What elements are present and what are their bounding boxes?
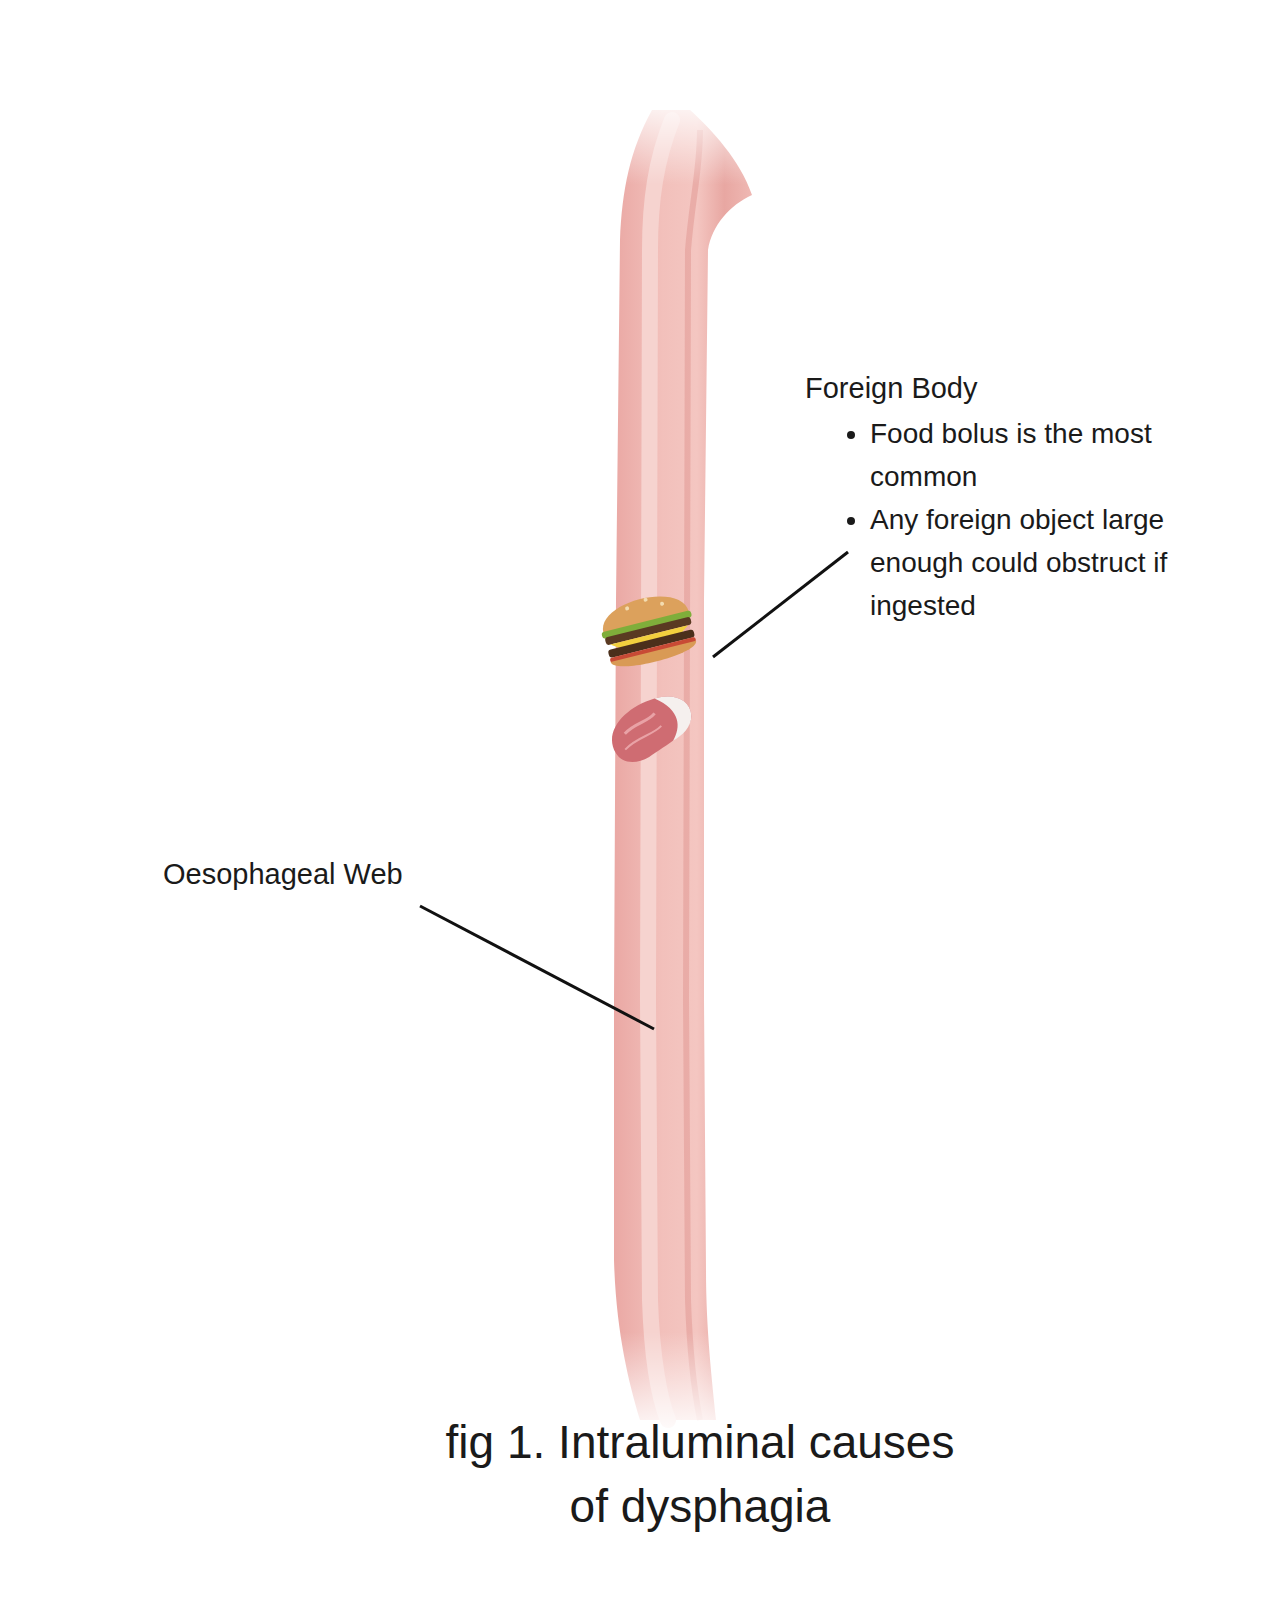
structure-label: Oesophageal Web: [163, 856, 403, 894]
tube-fade: [580, 90, 780, 1440]
figure-caption: fig 1. Intraluminal causes of dysphagia: [430, 1410, 970, 1539]
burger-icon: [596, 588, 701, 673]
bullet-list: Food bolus is the most commonAny foreign…: [830, 412, 1240, 627]
leader-line: [713, 552, 848, 657]
steak-icon: [602, 688, 701, 768]
leader-line: [420, 906, 654, 1029]
callout-heading: Foreign Body: [805, 370, 978, 408]
bullet-note: Any foreign object large enough could ob…: [870, 498, 1240, 627]
bullet-note: Food bolus is the most common: [870, 412, 1240, 498]
